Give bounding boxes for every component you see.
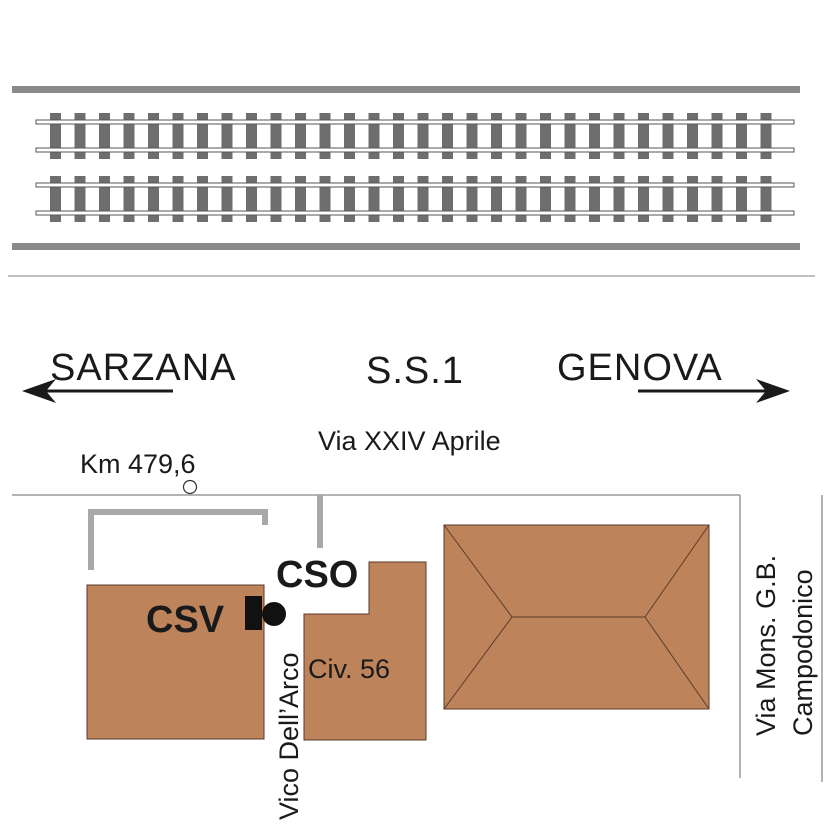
rail-tie xyxy=(540,176,551,222)
rail-tie xyxy=(393,113,404,159)
rail-tie xyxy=(638,176,649,222)
rail-tie xyxy=(123,113,135,159)
rail-tie xyxy=(711,113,723,159)
rail-tie xyxy=(687,176,698,222)
rail-tie xyxy=(344,176,355,222)
rail-tie xyxy=(589,176,600,222)
rail-tie xyxy=(246,176,257,222)
direction-right-label: GENOVA xyxy=(557,347,723,389)
rail-tie xyxy=(295,113,306,159)
railway xyxy=(12,86,800,250)
rail-tie xyxy=(221,113,233,159)
km-marker-label: Km 479,6 xyxy=(80,449,196,479)
rail-tie xyxy=(564,176,576,222)
rail-tie xyxy=(687,113,698,159)
rail xyxy=(35,182,795,188)
railway-border-bottom xyxy=(12,243,800,250)
rail-tie xyxy=(270,113,282,159)
rail-tie xyxy=(613,176,625,222)
fence xyxy=(88,495,323,570)
rail-tie xyxy=(246,113,257,159)
rail-tie xyxy=(344,113,355,159)
rail-tie xyxy=(99,113,110,159)
railway-track-2 xyxy=(35,176,795,222)
csv-label: CSV xyxy=(146,599,225,641)
building-right xyxy=(443,524,710,710)
rail-tie xyxy=(662,113,674,159)
rail-tie xyxy=(74,113,86,159)
rail-tie xyxy=(442,176,453,222)
circle-marker-icon xyxy=(182,479,198,495)
street-main-label: Via XXIV Aprile xyxy=(318,426,501,456)
railway-border-top xyxy=(12,86,800,93)
cso-label: CSO xyxy=(276,554,358,596)
rail-tie xyxy=(50,176,61,222)
rail-tie xyxy=(123,176,135,222)
rail-tie xyxy=(368,176,380,222)
rail xyxy=(35,119,795,125)
square-marker-icon xyxy=(245,596,262,630)
railway-track-1 xyxy=(35,113,795,159)
rail-tie xyxy=(148,176,159,222)
rail-tie xyxy=(172,113,184,159)
rail-tie xyxy=(319,176,331,222)
rail-tie xyxy=(50,113,61,159)
rail-tie xyxy=(442,113,453,159)
arrow-right-icon xyxy=(638,379,790,403)
rail-tie xyxy=(197,176,208,222)
rail-tie xyxy=(319,113,331,159)
via-mons-label-line1: Via Mons. G.B. xyxy=(751,555,781,736)
rail-tie xyxy=(368,113,380,159)
rail-tie xyxy=(760,176,772,222)
rail-tie xyxy=(491,176,502,222)
rail-tie xyxy=(148,113,159,159)
rail-tie xyxy=(736,113,747,159)
rail-tie xyxy=(99,176,110,222)
vico-label: Vico Dell’Arco xyxy=(274,652,304,820)
dot-marker-icon xyxy=(262,602,286,626)
rail-tie xyxy=(736,176,747,222)
rail-tie xyxy=(613,113,625,159)
rail-tie xyxy=(417,113,429,159)
rail-tie xyxy=(760,113,772,159)
building-left xyxy=(86,584,265,740)
rail-tie xyxy=(270,176,282,222)
rail-tie xyxy=(564,113,576,159)
rail-tie xyxy=(466,176,478,222)
rail-tie xyxy=(662,176,674,222)
rail xyxy=(35,147,795,153)
rail-tie xyxy=(466,113,478,159)
rail xyxy=(35,210,795,216)
rail-tie xyxy=(638,113,649,159)
rail-tie xyxy=(221,176,233,222)
rail-tie xyxy=(197,113,208,159)
rail-tie xyxy=(589,113,600,159)
direction-center-label: S.S.1 xyxy=(366,350,464,392)
rail-tie xyxy=(295,176,306,222)
rail-tie xyxy=(417,176,429,222)
rail-tie xyxy=(540,113,551,159)
via-mons-label-line2: Campodonico xyxy=(788,569,818,736)
rail-tie xyxy=(515,113,527,159)
rail-tie xyxy=(515,176,527,222)
rail-tie xyxy=(393,176,404,222)
building-civ56 xyxy=(303,561,427,741)
road-edges xyxy=(12,494,823,782)
rail-tie xyxy=(711,176,723,222)
rail-tie xyxy=(172,176,184,222)
rail-tie xyxy=(491,113,502,159)
civ-label: Civ. 56 xyxy=(308,654,390,684)
direction-left-label: SARZANA xyxy=(50,347,236,389)
rail-tie xyxy=(74,176,86,222)
arrow-left-icon xyxy=(22,379,173,403)
